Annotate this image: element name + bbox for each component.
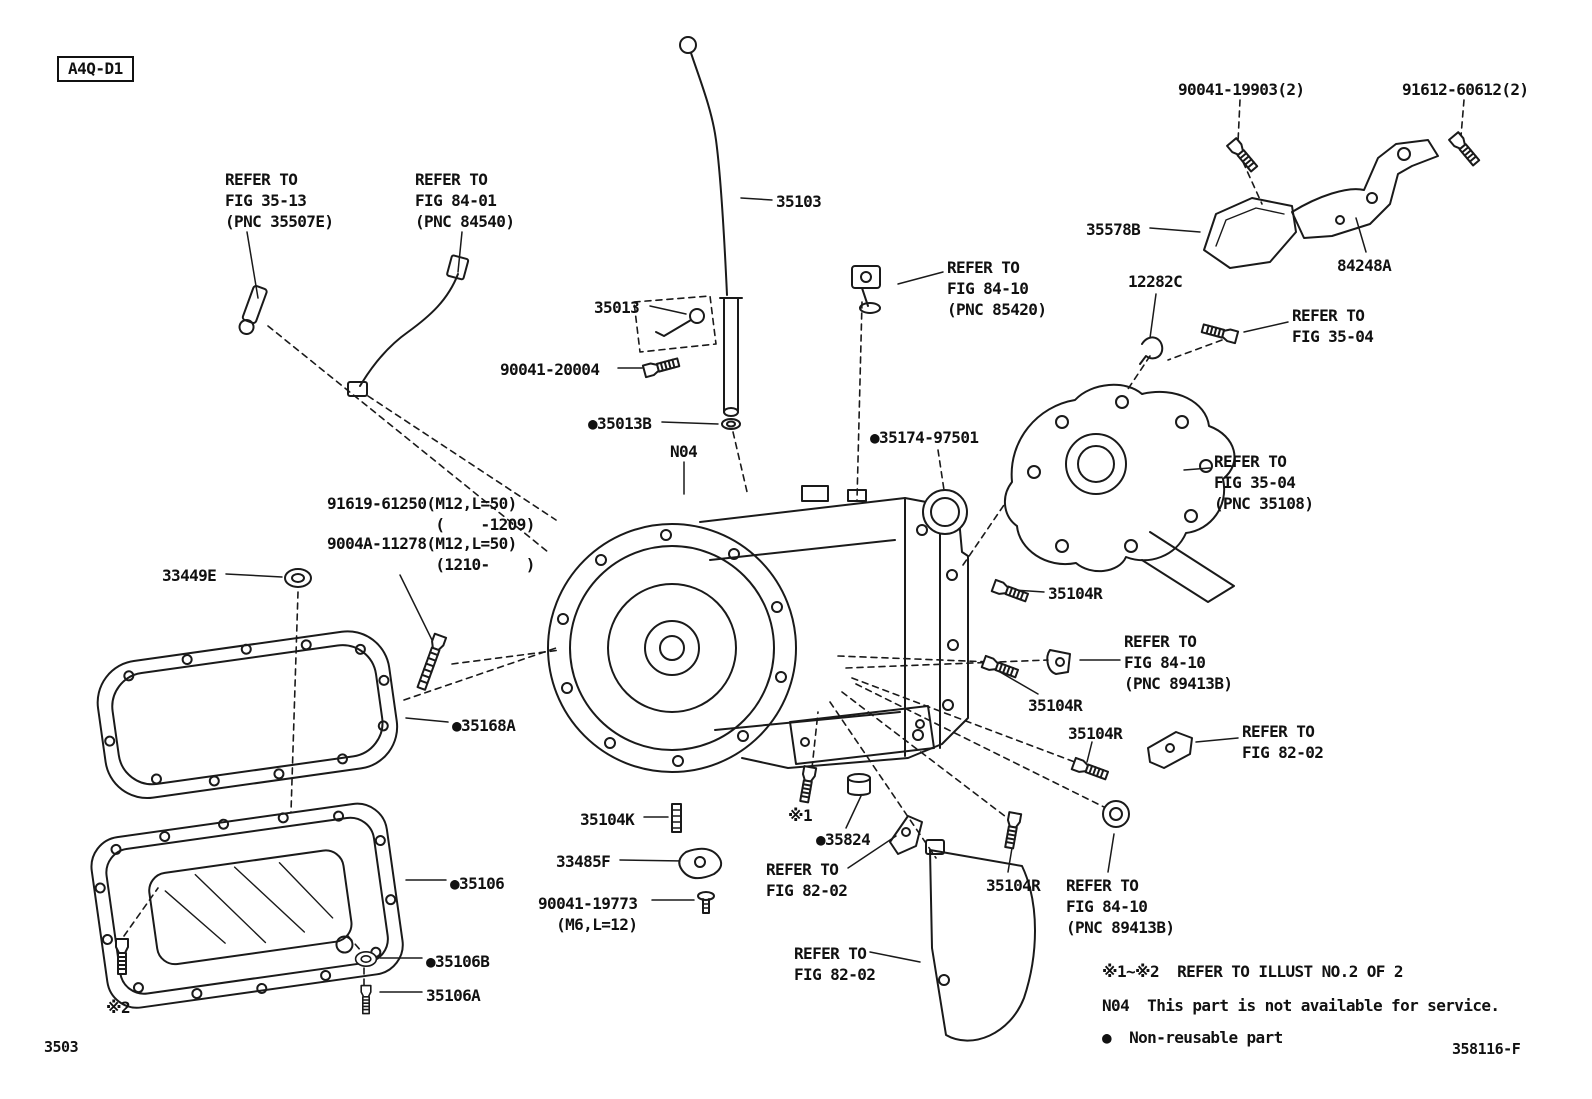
label-marker-x2: ※2 [106,998,131,1017]
label-part-35106[interactable]: ●35106 [450,874,505,893]
label-refer-fig35-04[interactable]: REFER TO FIG 35-04 [1292,306,1374,346]
label-part-91619-61250[interactable]: 91619-61250(M12,L=50) ( -1209) [327,494,535,534]
bracket-82-02-right [1147,731,1193,769]
note-illust: ※1~※2 REFER TO ILLUST NO.2 OF 2 [1102,962,1404,981]
note-n04: N04 This part is not available for servi… [1102,996,1500,1015]
lever-84248A [1291,139,1439,239]
bolt-x2 [115,938,129,975]
label-refer-fig84-10-89413B-a[interactable]: REFER TO FIG 84-10 (PNC 89413B) [1124,632,1233,693]
label-part-91612-60612[interactable]: 91612-60612(2) [1402,80,1529,99]
label-part-35106B[interactable]: ●35106B [426,952,490,971]
label-refer-fig84-01[interactable]: REFER TO FIG 84-01 (PNC 84540) [415,170,515,231]
label-refer-fig35-04-35108[interactable]: REFER TO FIG 35-04 (PNC 35108) [1214,452,1314,513]
speed-sensor-85420 [851,265,881,314]
bolt-91612-60612 [1448,131,1482,168]
extension-housing-35108 [1004,383,1236,603]
bolt-35104R-a [990,578,1030,605]
oil-pan-35106 [90,802,404,1009]
shield-plate-82-02 [925,839,1036,1042]
washer-35106B [354,950,378,968]
label-refer-fig82-02-b[interactable]: REFER TO FIG 82-02 [766,860,848,900]
label-marker-x1: ※1 [788,806,813,825]
label-part-35578B[interactable]: 35578B [1086,220,1141,239]
footer-figure-number: 3503 [44,1038,79,1056]
dipstick-tube [719,297,743,430]
label-part-84248A[interactable]: 84248A [1337,256,1392,275]
label-part-35106A[interactable]: 35106A [426,986,481,1005]
bracket-82-02-mid [889,815,923,855]
label-part-35104R-d[interactable]: 35104R [986,876,1041,895]
label-refer-fig84-10-89413B-b[interactable]: REFER TO FIG 84-10 (PNC 89413B) [1066,876,1175,937]
bolt-x1 [797,765,818,804]
bolt-35106A [360,984,372,1015]
label-part-12282C[interactable]: 12282C [1128,272,1183,291]
bracket-35578B [1203,197,1297,269]
label-part-90041-19773[interactable]: 90041-19773 (M6,L=12) [538,894,638,934]
plug-35104R-large [1102,800,1130,828]
label-part-90041-20004[interactable]: 90041-20004 [500,360,600,379]
label-part-35104R-a[interactable]: 35104R [1048,584,1103,603]
label-part-33449E[interactable]: 33449E [162,566,217,585]
label-part-9004A-11278[interactable]: 9004A-11278(M12,L=50) (1210- ) [327,534,535,574]
label-part-35013B[interactable]: ●35013B [588,414,652,433]
label-part-35013[interactable]: 35013 [594,298,640,317]
figure-code-box: A4Q-D1 [57,56,134,82]
label-part-35174-97501[interactable]: ●35174-97501 [870,428,979,447]
bolt-91619-61250 [414,632,448,692]
label-refer-fig84-10-85420[interactable]: REFER TO FIG 84-10 (PNC 85420) [947,258,1047,319]
label-part-35104R-b[interactable]: 35104R [1028,696,1083,715]
connector-35507E [238,285,268,336]
leader-lines [225,197,1367,993]
label-refer-fig82-02-a[interactable]: REFER TO FIG 82-02 [1242,722,1324,762]
oil-pan-gasket-35168A [96,630,399,800]
label-refer-fig35-13[interactable]: REFER TO FIG 35-13 (PNC 35507E) [225,170,334,231]
oil-seal-35174 [922,489,968,535]
lever-35013 [655,308,705,337]
label-part-90041-19903[interactable]: 90041-19903(2) [1178,80,1305,99]
oil-level-gauge-35103 [679,36,728,296]
screw-90041-19773 [697,891,715,914]
washer-33449E [284,568,312,588]
label-refer-fig82-02-c[interactable]: REFER TO FIG 82-02 [794,944,876,984]
label-part-33485F[interactable]: 33485F [556,852,611,871]
plate-33485F [678,847,723,880]
bolt-35104R-d [1002,811,1023,850]
label-part-35104K[interactable]: 35104K [580,810,635,829]
label-part-35104R-c[interactable]: 35104R [1068,724,1123,743]
label-part-35824[interactable]: ●35824 [816,830,871,849]
label-n04-callout: N04 [670,442,698,461]
label-part-35103[interactable]: 35103 [776,192,822,211]
label-part-35168A[interactable]: ●35168A [452,716,516,735]
harness-84540 [347,254,470,397]
plug-35824 [847,773,871,796]
clamp-89413B [1046,649,1071,675]
bolt-90041-19903 [1226,137,1260,174]
clamp-12282C [1139,336,1164,365]
stud-35104K [671,803,682,833]
bolt-35104R-c [1070,756,1110,783]
footer-drawing-number: 358116-F [1452,1040,1521,1058]
note-nonreusable: ● Non-reusable part [1102,1028,1283,1047]
bolt-90041-20004 [641,355,681,379]
bolt-35104R-b [980,654,1020,681]
dashed-construction-lines [123,99,1465,987]
transmission-case [547,485,969,773]
